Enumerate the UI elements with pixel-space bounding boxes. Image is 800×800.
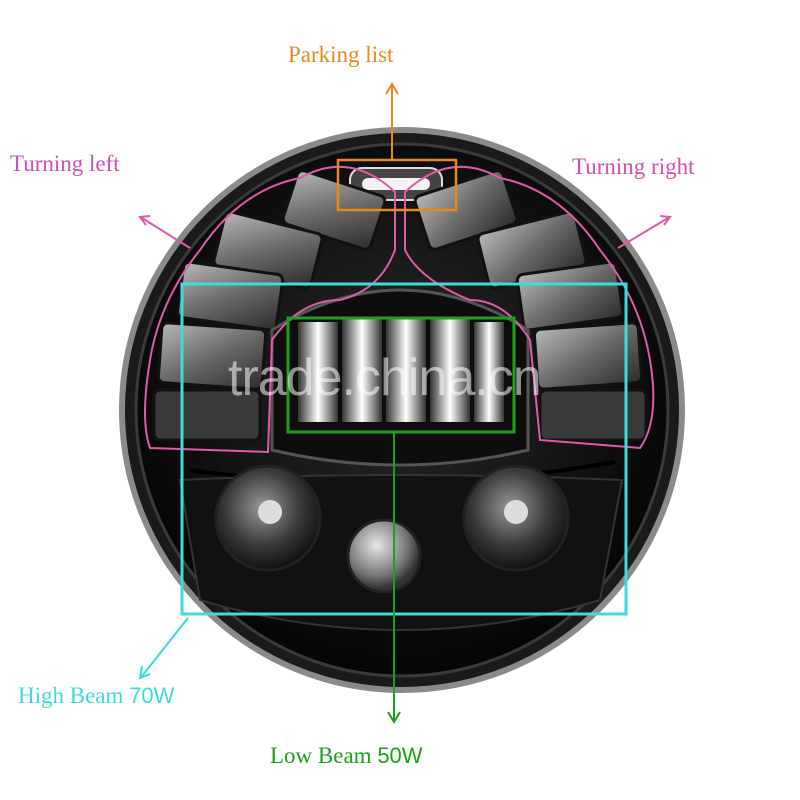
parking-light-glow [362,178,430,190]
led-bar [342,318,382,422]
turning-left-outline [144,165,396,454]
led-bar [298,322,338,422]
led-segment [538,388,648,442]
headlight [119,127,685,693]
led-bar [474,322,504,422]
led-segment [175,260,285,332]
left-reflector-bulb [258,500,282,524]
low-beam-label: Low Beam 50W [270,744,423,767]
parking-arrowhead [385,82,399,95]
led-bar [430,318,470,422]
led-bar [386,318,426,422]
high-beam-arrowhead [138,665,151,680]
parking-label: Parking list [288,42,394,67]
low-beam-watt: 50W [377,743,423,768]
high-beam-arrow [141,617,189,677]
high-beam-label: High Beam 70W [18,684,174,707]
center-reflector [346,518,422,594]
turning-right-label: Turning right [572,154,695,179]
high-beam-watt: 70W [129,683,175,708]
low-beam-arrowhead [387,711,401,724]
led-segment [156,321,268,391]
high-beam-box [180,282,628,616]
watermark: trade.china.cn [228,349,542,407]
high-beam-text: High Beam [18,683,124,708]
turning-left-arrowhead [138,215,151,226]
low-beam-text: Low Beam [270,743,372,768]
led-segment [413,169,519,251]
led-segment [532,321,644,391]
turning-right-arrow [617,217,669,249]
right-reflector-bulb [504,500,528,524]
parking-box [336,158,458,212]
turning-left-arrow [141,217,191,249]
led-segment [515,260,625,332]
annotations [138,82,672,724]
right-turn-segments [413,169,648,442]
turning-right-arrowhead [659,215,672,226]
turning-left-label: Turning left [10,151,120,176]
low-beam-bars [298,318,504,422]
led-segment [281,169,387,251]
low-beam-box [286,316,516,434]
turning-right-outline [404,165,655,450]
